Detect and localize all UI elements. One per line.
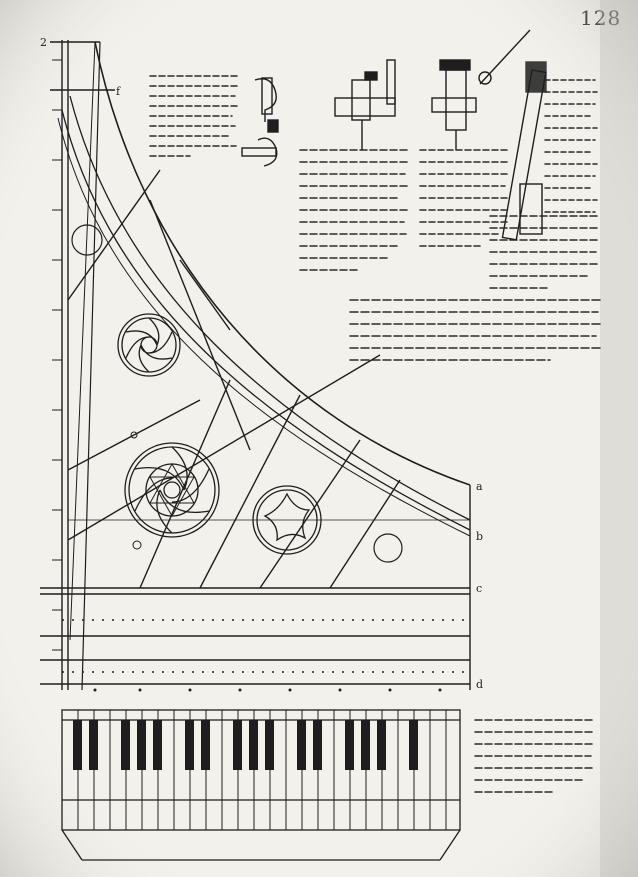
small-circle-b <box>130 431 138 439</box>
corner-letter-top-right: f <box>116 85 121 98</box>
marginal-notes <box>149 75 601 793</box>
key-fronts <box>93 799 447 831</box>
bottom-letter-d: d <box>476 678 483 691</box>
side-letter-c: c <box>476 582 482 595</box>
jack-mechanism-sketches <box>241 29 547 241</box>
side-letter-a: a <box>476 480 483 493</box>
rosette-star <box>252 485 322 555</box>
plain-circle-upper <box>71 224 103 256</box>
small-circle-a <box>132 540 142 550</box>
right-edge-shadow <box>600 0 638 877</box>
corner-letter-top-left: 2 <box>40 36 47 49</box>
plain-circle-lower <box>373 533 403 563</box>
left-scale-ticks <box>52 59 62 651</box>
side-letter-b: b <box>476 530 483 543</box>
keyboard-sharps <box>73 720 418 770</box>
rosette-upper <box>117 313 181 377</box>
rosette-large <box>124 442 220 538</box>
harpsichord-case <box>40 40 471 691</box>
bottom-scale-marks <box>93 688 442 692</box>
